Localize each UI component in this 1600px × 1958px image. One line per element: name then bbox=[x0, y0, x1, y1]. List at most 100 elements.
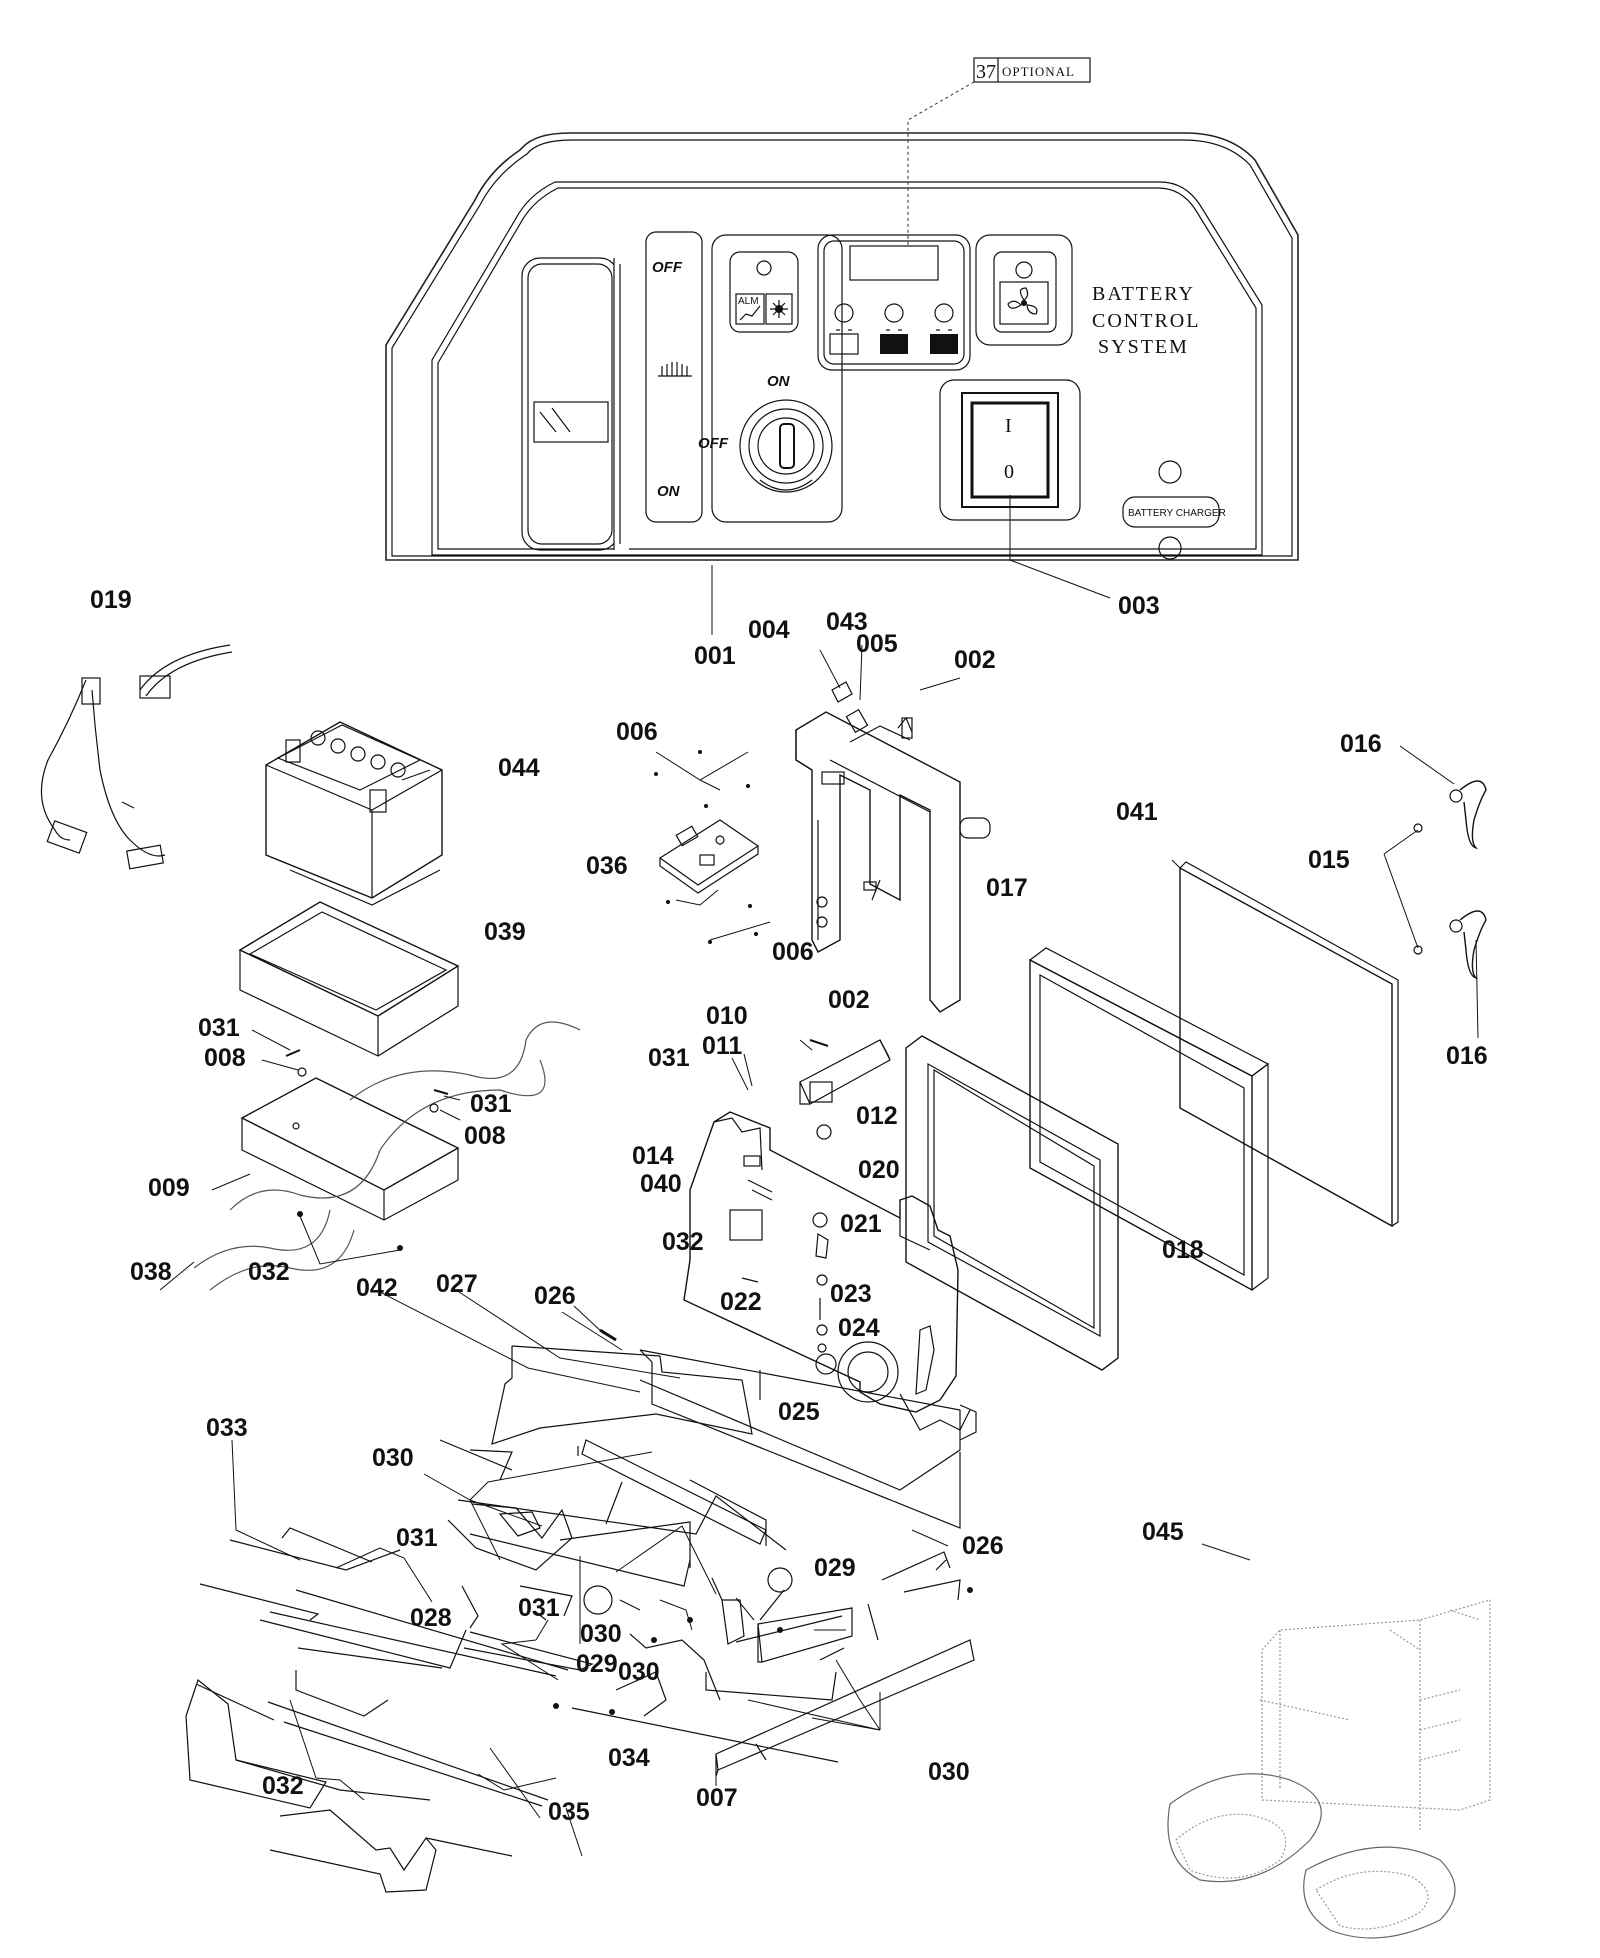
label-024: 024 bbox=[838, 1314, 880, 1342]
label-030: 030 bbox=[580, 1620, 622, 1648]
switch-off-label: OFF bbox=[652, 259, 683, 276]
battery bbox=[265, 721, 443, 906]
label-023: 023 bbox=[830, 1280, 872, 1308]
label-019: 019 bbox=[90, 586, 132, 614]
bolt-026-top bbox=[573, 1305, 617, 1342]
filter-frame bbox=[905, 1035, 1119, 1371]
label-031: 031 bbox=[470, 1090, 512, 1118]
label-003: 003 bbox=[1118, 592, 1160, 620]
label-032: 032 bbox=[262, 1772, 304, 1800]
latch-handle-lower bbox=[1449, 910, 1487, 1039]
label-031: 031 bbox=[648, 1044, 690, 1072]
label-032: 032 bbox=[248, 1258, 290, 1286]
label-002: 002 bbox=[828, 986, 870, 1014]
label-008: 008 bbox=[464, 1122, 506, 1150]
label-030: 030 bbox=[928, 1758, 970, 1786]
chassis-leaders bbox=[231, 1289, 949, 1857]
label-016: 016 bbox=[1340, 730, 1382, 758]
rocker-off-label: 0 bbox=[1004, 461, 1016, 483]
label-014: 014 bbox=[632, 1142, 674, 1170]
motor-mount bbox=[731, 1039, 891, 1140]
label-028: 028 bbox=[410, 1604, 452, 1632]
label-006: 006 bbox=[616, 718, 658, 746]
battery-tray-lower bbox=[240, 1077, 460, 1221]
label-040: 040 bbox=[640, 1170, 682, 1198]
battery-charger-socket bbox=[1122, 496, 1220, 528]
battery-icon bbox=[930, 329, 958, 354]
fan-housing bbox=[683, 1111, 977, 1441]
control-pcb bbox=[654, 750, 771, 944]
label-032: 032 bbox=[662, 1228, 704, 1256]
label-034: 034 bbox=[608, 1744, 650, 1772]
label-001: 001 bbox=[694, 642, 736, 670]
label-016: 016 bbox=[1446, 1042, 1488, 1070]
key-off-label: OFF bbox=[698, 435, 729, 452]
battery-cables bbox=[40, 644, 233, 870]
label-005: 005 bbox=[856, 630, 898, 658]
label-027: 027 bbox=[436, 1270, 478, 1298]
label-017: 017 bbox=[986, 874, 1028, 902]
label-020: 020 bbox=[858, 1156, 900, 1184]
label-033: 033 bbox=[206, 1414, 248, 1442]
mesh-screen bbox=[1171, 859, 1399, 1228]
label-043: 043 bbox=[826, 608, 868, 636]
label-042: 042 bbox=[356, 1274, 398, 1302]
label-021: 021 bbox=[840, 1210, 882, 1238]
optional-display-callout: 37 OPTIONAL bbox=[907, 57, 1091, 245]
label-039: 039 bbox=[484, 918, 526, 946]
battery-charger-unit bbox=[1167, 1543, 1491, 1939]
label-022: 022 bbox=[720, 1288, 762, 1316]
label-041: 041 bbox=[1116, 798, 1158, 826]
panel-title-line-2: CONTROL bbox=[1092, 310, 1200, 332]
label-031: 031 bbox=[396, 1524, 438, 1552]
label-026: 026 bbox=[534, 1282, 576, 1310]
label-038: 038 bbox=[130, 1258, 172, 1286]
label-026: 026 bbox=[962, 1532, 1004, 1560]
label-006: 006 bbox=[772, 938, 814, 966]
label-012: 012 bbox=[856, 1102, 898, 1130]
battery-tray-upper bbox=[238, 901, 460, 1057]
brush-icon bbox=[658, 362, 692, 377]
label-029: 029 bbox=[814, 1554, 856, 1582]
label-015: 015 bbox=[1308, 846, 1350, 874]
lower-chassis bbox=[185, 1345, 975, 1893]
label-036: 036 bbox=[586, 852, 628, 880]
label-025: 025 bbox=[778, 1398, 820, 1426]
rocker-on-label: I bbox=[1005, 415, 1014, 437]
label-009: 009 bbox=[148, 1174, 190, 1202]
screws-left bbox=[159, 1029, 461, 1291]
panel-title-line-1: BATTERY bbox=[1092, 283, 1195, 305]
panel-title-line-3: SYSTEM bbox=[1098, 336, 1189, 358]
label-004: 004 bbox=[748, 616, 790, 644]
latch-handle-upper bbox=[1399, 745, 1487, 850]
switch-hardware bbox=[819, 644, 961, 901]
label-029: 029 bbox=[576, 1650, 618, 1678]
light-icon bbox=[770, 300, 788, 318]
label-030: 030 bbox=[618, 1658, 660, 1686]
label-018: 018 bbox=[1162, 1236, 1204, 1264]
label-035: 035 bbox=[548, 1798, 590, 1826]
key-on-label: ON bbox=[767, 373, 791, 390]
alarm-label: ALM bbox=[738, 296, 759, 307]
battery-icon bbox=[880, 329, 908, 354]
control-panel: OFF ON ALM ON OFF bbox=[385, 57, 1299, 635]
label-031: 031 bbox=[518, 1594, 560, 1622]
part-labels: 019 001 003 004 043 005 002 006 044 036 … bbox=[90, 586, 1488, 1826]
battery-display-screen bbox=[849, 245, 939, 281]
label-008: 008 bbox=[204, 1044, 246, 1072]
label-007: 007 bbox=[696, 1784, 738, 1812]
label-002: 002 bbox=[954, 646, 996, 674]
label-031: 031 bbox=[198, 1014, 240, 1042]
label-010: 010 bbox=[706, 1002, 748, 1030]
fan-icon bbox=[1007, 287, 1038, 315]
battery-icon bbox=[829, 329, 859, 355]
main-rocker-switch[interactable]: I 0 bbox=[961, 392, 1059, 508]
label-011: 011 bbox=[702, 1032, 742, 1060]
key-switch[interactable] bbox=[739, 399, 833, 493]
air-filter bbox=[1028, 947, 1270, 1292]
svg-text:OPTIONAL: OPTIONAL bbox=[1002, 64, 1075, 79]
label-045: 045 bbox=[1142, 1518, 1184, 1546]
switch-on-label: ON bbox=[657, 483, 681, 500]
svg-text:37: 37 bbox=[976, 61, 996, 83]
